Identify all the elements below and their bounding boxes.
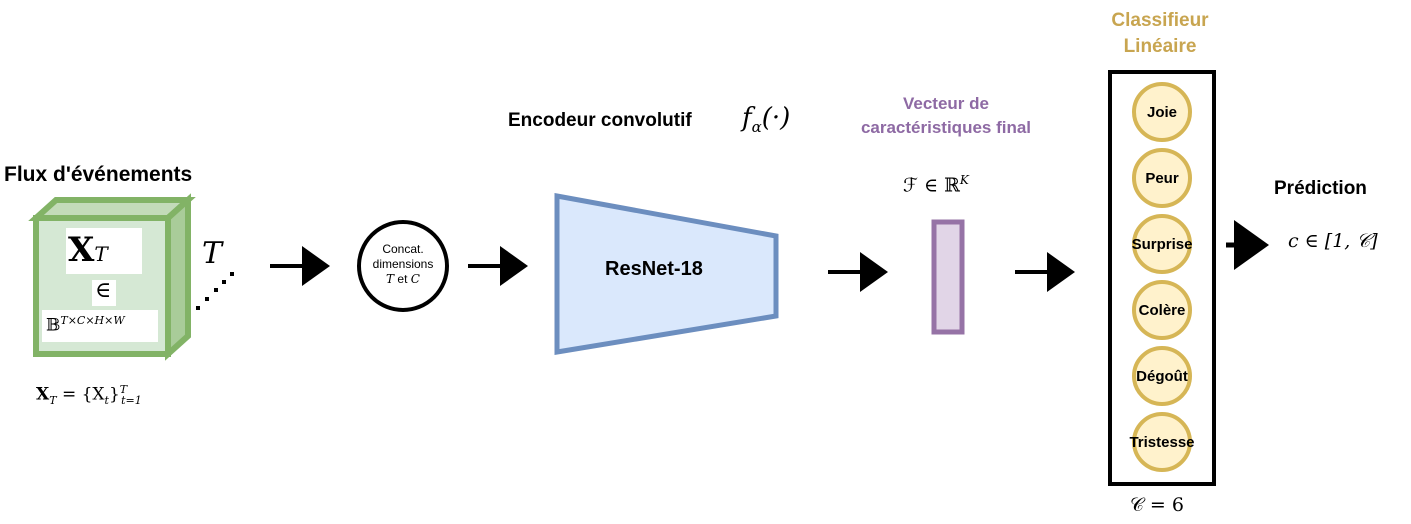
encoder-function: fα(·) [742,103,791,137]
cube-space-bg [42,310,158,342]
class-label: Tristesse [1129,434,1194,451]
cube-elem-bg [92,280,116,306]
feature-formula: ℱ ∈ ℝK [903,173,969,197]
class-node [1132,346,1192,406]
concat-label: Concat. dimensions T et C [372,242,434,286]
tensor-space: 𝔹T×C×H×W [46,314,125,336]
class-label: Colère [1139,302,1186,319]
prediction-formula: c ∈ [1, 𝒞] [1288,230,1378,252]
element-of-symbol: ∈ [95,278,112,303]
resnet-block [554,193,779,355]
feature-title: Vecteur de caractéristiques final [860,94,1032,137]
class-label: Surprise [1132,236,1193,253]
class-label: Dégoût [1136,368,1188,385]
cube-symbol-bg [66,228,142,274]
class-node [1132,214,1192,274]
resnet-label: ResNet-18 [605,258,703,280]
class-node [1132,82,1192,142]
input-title: Flux d'événements [4,163,193,186]
class-node [1132,148,1192,208]
class-label: Peur [1145,170,1179,187]
sequence-formula: XT = {Xt}Tt=1 [36,383,142,408]
prediction-title: Prédiction [1274,178,1367,199]
event-cube [28,193,196,361]
feature-vector [931,219,965,335]
classifier-title: Classifieur Linéaire [1111,10,1209,57]
tensor-symbol: XT [68,230,108,270]
class-count-formula: 𝒞 = 6 [1130,494,1184,516]
class-node [1132,280,1192,340]
time-label: T [202,236,223,271]
class-node [1132,412,1192,472]
concat-node [357,220,449,312]
class-label: Joie [1147,104,1177,121]
encoder-title: Encodeur convolutif [508,110,692,131]
time-dots [196,272,234,310]
